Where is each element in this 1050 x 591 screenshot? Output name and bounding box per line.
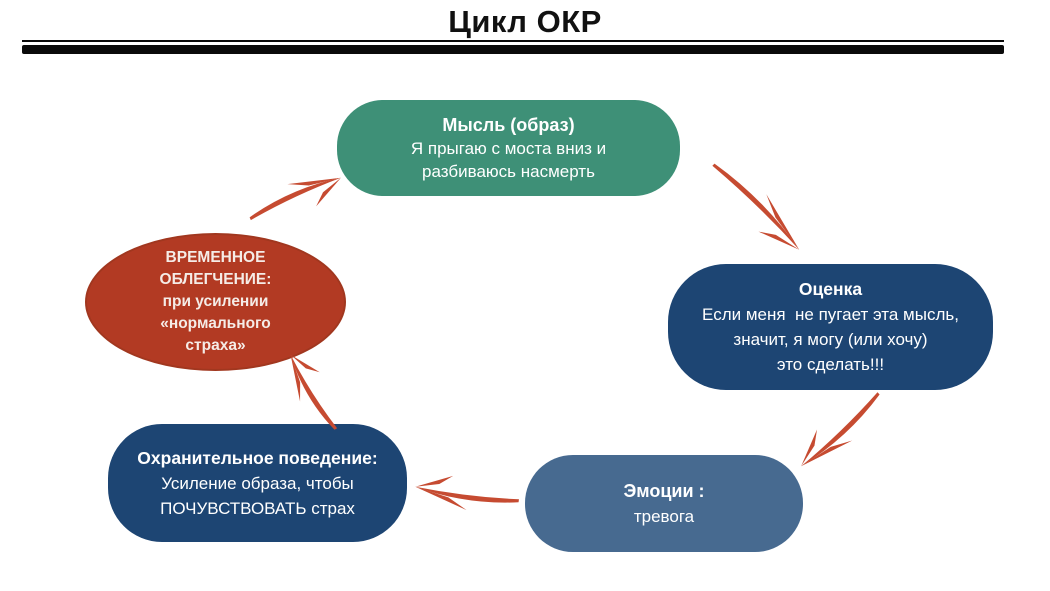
node-thought-line: разбиваюсь насмерть	[422, 161, 595, 181]
title-underline	[22, 40, 1004, 42]
node-safety-behavior-line: Усиление образа, чтобы	[161, 473, 354, 493]
node-emotions: Эмоции : тревога	[525, 455, 803, 552]
node-evaluation-header: Оценка	[798, 279, 863, 299]
arrow-emotions-to-safety-behavior	[415, 475, 519, 511]
node-evaluation-line: значит, я могу (или хочу)	[733, 330, 928, 349]
node-thought: Мысль (образ) Я прыгаю с моста вниз и ра…	[337, 100, 680, 196]
arrow-thought-to-evaluation	[712, 163, 800, 250]
node-evaluation-line: Если меня не пугает эта мысль,	[702, 305, 959, 324]
node-temporary-relief-line: при усилении	[162, 293, 269, 310]
node-temporary-relief-line: «нормального	[160, 315, 271, 332]
node-thought-header: Мысль (образ)	[442, 114, 575, 135]
node-temporary-relief-line: ВРЕМЕННОЕ	[165, 249, 266, 266]
node-temporary-relief-line: ОБЛЕГЧЕНИЕ:	[159, 271, 272, 288]
node-evaluation: Оценка Если меня не пугает эта мысль, зн…	[668, 264, 993, 390]
arrow-safety-behavior-to-relief	[290, 354, 338, 430]
arrow-evaluation-to-emotions	[801, 392, 880, 467]
page-title: Цикл ОКР	[448, 4, 602, 39]
node-evaluation-line: это сделать!!!	[776, 355, 885, 374]
node-emotions-header: Эмоции :	[623, 480, 705, 501]
node-safety-behavior: Охранительное поведение: Усиление образа…	[108, 424, 407, 542]
node-temporary-relief: ВРЕМЕННОЕ ОБЛЕГЧЕНИЕ: при усилении «норм…	[85, 233, 346, 371]
node-emotions-line: тревога	[633, 506, 695, 526]
title-bar	[22, 45, 1004, 54]
node-safety-behavior-line: ПОЧУВСТВОВАТЬ страх	[160, 498, 355, 518]
arrow-relief-to-thought	[249, 177, 341, 221]
node-safety-behavior-header: Охранительное поведение:	[137, 447, 378, 468]
node-temporary-relief-line: страха»	[185, 337, 246, 354]
node-thought-line: Я прыгаю с моста вниз и	[410, 138, 607, 158]
